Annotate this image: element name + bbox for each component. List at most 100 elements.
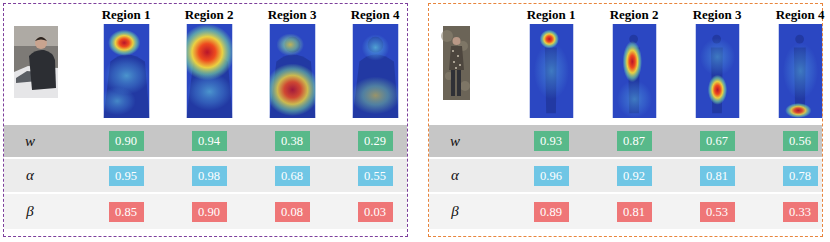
region-header: Region 3 — [252, 7, 332, 22]
attention-heatmap — [350, 24, 401, 118]
row-label: α — [10, 159, 50, 192]
jacket-pattern — [457, 55, 459, 57]
value-text: 0.33 — [789, 205, 811, 219]
value-box: 0.53 — [700, 202, 735, 222]
heatmap-spot — [623, 41, 642, 82]
value-box: 0.78 — [783, 166, 818, 186]
value-text: 0.94 — [198, 134, 220, 148]
value-text: 0.08 — [281, 205, 303, 219]
region-header: Region 2 — [594, 7, 674, 22]
region-header: Region 1 — [86, 7, 166, 22]
value-box: 0.38 — [275, 131, 310, 151]
value-box: 0.85 — [109, 202, 144, 222]
row-label: β — [10, 194, 50, 229]
value-box: 0.93 — [534, 131, 569, 151]
attention-heatmap — [265, 24, 320, 118]
heatmap-silhouette — [795, 35, 804, 44]
value-text: 0.89 — [540, 205, 562, 219]
value-box: 0.08 — [275, 202, 310, 222]
value-box: 0.90 — [192, 202, 227, 222]
value-text: 0.90 — [198, 205, 220, 219]
value-text: 0.81 — [706, 169, 728, 183]
heatmap-spot — [700, 38, 735, 76]
heatmap-spot — [187, 73, 233, 111]
row-label: w — [435, 125, 475, 157]
attention-heatmap — [180, 24, 235, 118]
person-photo — [441, 26, 470, 100]
row-band: w 0.90 0.94 0.38 0.29 — [4, 125, 407, 157]
person-hair — [35, 37, 47, 41]
row-label: w — [10, 125, 50, 157]
jacket-pattern — [459, 64, 461, 66]
value-box: 0.94 — [192, 131, 227, 151]
value-box: 0.55 — [358, 166, 393, 186]
attention-heatmap — [613, 24, 657, 118]
value-box: 0.81 — [700, 166, 735, 186]
photo-texture — [460, 81, 470, 91]
heatmap-background — [779, 24, 823, 118]
heatmap-spot — [708, 75, 727, 105]
value-text: 0.29 — [364, 134, 386, 148]
attention-heatmap — [696, 24, 740, 118]
value-text: 0.56 — [789, 134, 811, 148]
attention-heatmap — [99, 24, 150, 118]
heatmap-spot — [265, 63, 320, 116]
value-text: 0.93 — [540, 134, 562, 148]
row-band: α 0.96 0.92 0.81 0.78 — [429, 159, 822, 192]
region-header: Region 1 — [511, 7, 591, 22]
heatmap-spot — [362, 34, 390, 60]
row-band: β 0.85 0.90 0.08 0.03 — [4, 194, 407, 229]
value-box: 0.03 — [358, 202, 393, 222]
value-text: 0.03 — [364, 205, 386, 219]
person-head — [35, 37, 47, 49]
value-text: 0.92 — [623, 169, 645, 183]
person-leg — [457, 70, 461, 96]
value-text: 0.96 — [540, 169, 562, 183]
value-box: 0.98 — [192, 166, 227, 186]
heatmap-background — [530, 24, 574, 118]
photo-background — [14, 26, 58, 98]
value-text: 0.90 — [115, 134, 137, 148]
heatmap-background — [613, 24, 657, 118]
value-box: 0.89 — [534, 202, 569, 222]
value-text: 0.87 — [623, 134, 645, 148]
attention-heatmap — [779, 24, 823, 118]
row-band: α 0.95 0.98 0.68 0.55 — [4, 159, 407, 192]
value-text: 0.81 — [623, 205, 645, 219]
value-box: 0.90 — [109, 131, 144, 151]
heatmap-spot — [617, 80, 652, 118]
value-text: 0.95 — [115, 169, 137, 183]
row-label: β — [435, 194, 475, 229]
person-head — [453, 37, 461, 45]
value-box: 0.68 — [275, 166, 310, 186]
dashed-panel: Region 1Region 2Region 3Region 4w0.900.9… — [3, 3, 408, 237]
heatmap-background — [696, 24, 740, 118]
jacket-pattern — [452, 50, 454, 52]
region-header: Region 2 — [169, 7, 249, 22]
person-photo — [14, 26, 58, 98]
heatmap-spot — [350, 77, 401, 115]
value-text: 0.85 — [115, 205, 137, 219]
region-header: Region 4 — [760, 7, 830, 22]
value-box: 0.81 — [617, 202, 652, 222]
attention-heatmap — [530, 24, 574, 118]
photo-texture — [441, 30, 453, 42]
value-text: 0.98 — [198, 169, 220, 183]
value-box: 0.29 — [358, 131, 393, 151]
value-box: 0.95 — [109, 166, 144, 186]
row-label: α — [435, 159, 475, 192]
value-box: 0.87 — [617, 131, 652, 151]
value-text: 0.38 — [281, 134, 303, 148]
value-text: 0.55 — [364, 169, 386, 183]
value-text: 0.67 — [706, 134, 728, 148]
heatmap-spot — [276, 33, 304, 56]
heatmap-spot — [99, 87, 136, 115]
heatmap-spot — [108, 30, 140, 56]
heatmap-spot — [180, 24, 235, 80]
heatmap-spot — [783, 43, 818, 99]
value-text: 0.78 — [789, 169, 811, 183]
value-box: 0.67 — [700, 131, 735, 151]
dashed-panel: Region 1Region 2Region 3Region 4w0.930.8… — [428, 3, 823, 237]
value-text: 0.68 — [281, 169, 303, 183]
